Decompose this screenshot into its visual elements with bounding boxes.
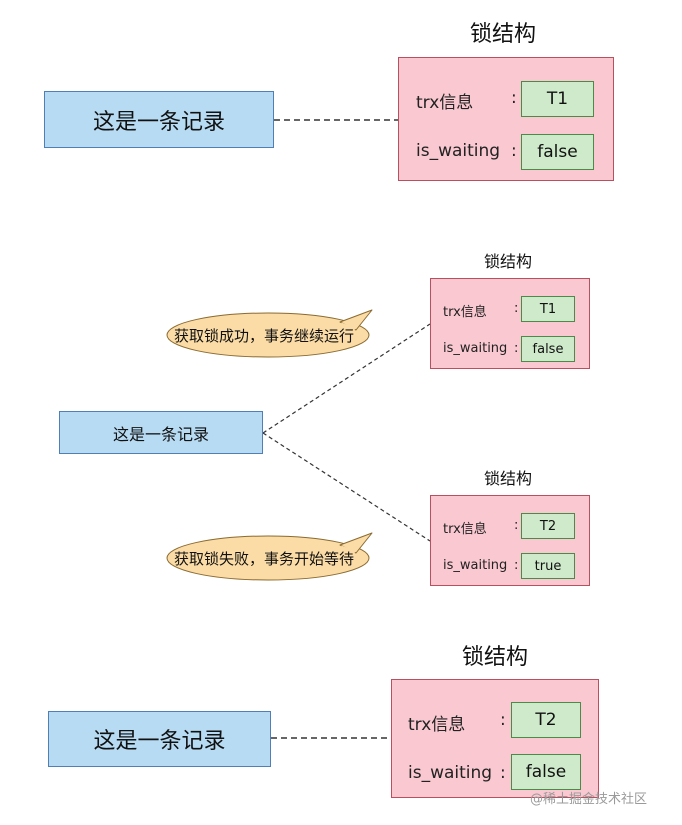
record-lock-b-connector <box>262 432 431 542</box>
watermark: @稀土掘金技术社区 <box>530 792 648 807</box>
lock-structure-title: 锁结构 <box>484 252 533 271</box>
colon: : <box>514 558 519 573</box>
lock-structure: trx信息 : T2 is_waiting : false <box>391 679 599 798</box>
record-box: 这是一条记录 <box>59 411 263 454</box>
trx-label: trx信息 <box>443 305 487 320</box>
is-waiting-value: false <box>511 754 581 790</box>
lock-structure-t2: trx信息 : T2 is_waiting : true <box>430 495 590 586</box>
colon: : <box>500 710 506 730</box>
success-bubble-shape <box>166 309 373 358</box>
record-lock-a-connector <box>262 323 431 434</box>
is-waiting-value: false <box>521 336 575 362</box>
failure-bubble-text: 获取锁失败，事务开始等待 <box>174 550 355 568</box>
is-waiting-label: is_waiting <box>443 558 508 573</box>
success-bubble-text: 获取锁成功，事务继续运行 <box>174 327 355 345</box>
colon: : <box>514 341 519 356</box>
colon: : <box>514 301 519 316</box>
is-waiting-label: is_waiting <box>416 141 501 161</box>
is-waiting-value: true <box>521 553 575 579</box>
lock-structure-title: 锁结构 <box>470 22 537 47</box>
trx-label: trx信息 <box>408 715 466 735</box>
record-box: 这是一条记录 <box>48 711 271 767</box>
is-waiting-value: false <box>521 134 594 170</box>
trx-label: trx信息 <box>416 93 474 113</box>
record-box: 这是一条记录 <box>44 91 274 148</box>
colon: : <box>511 141 517 161</box>
lock-structure: trx信息 : T1 is_waiting : false <box>398 57 614 181</box>
lock-structure-title: 锁结构 <box>484 469 533 488</box>
colon: : <box>514 518 519 533</box>
is-waiting-label: is_waiting <box>408 763 493 783</box>
colon: : <box>500 763 506 783</box>
failure-bubble-shape <box>166 532 373 581</box>
trx-label: trx信息 <box>443 522 487 537</box>
lock-structure-t1: trx信息 : T1 is_waiting : false <box>430 278 590 369</box>
trx-value: T2 <box>511 702 581 738</box>
trx-value: T2 <box>521 513 575 539</box>
colon: : <box>511 88 517 108</box>
is-waiting-label: is_waiting <box>443 341 508 356</box>
lock-structure-title: 锁结构 <box>462 645 529 670</box>
trx-value: T1 <box>521 81 594 117</box>
trx-value: T1 <box>521 296 575 322</box>
